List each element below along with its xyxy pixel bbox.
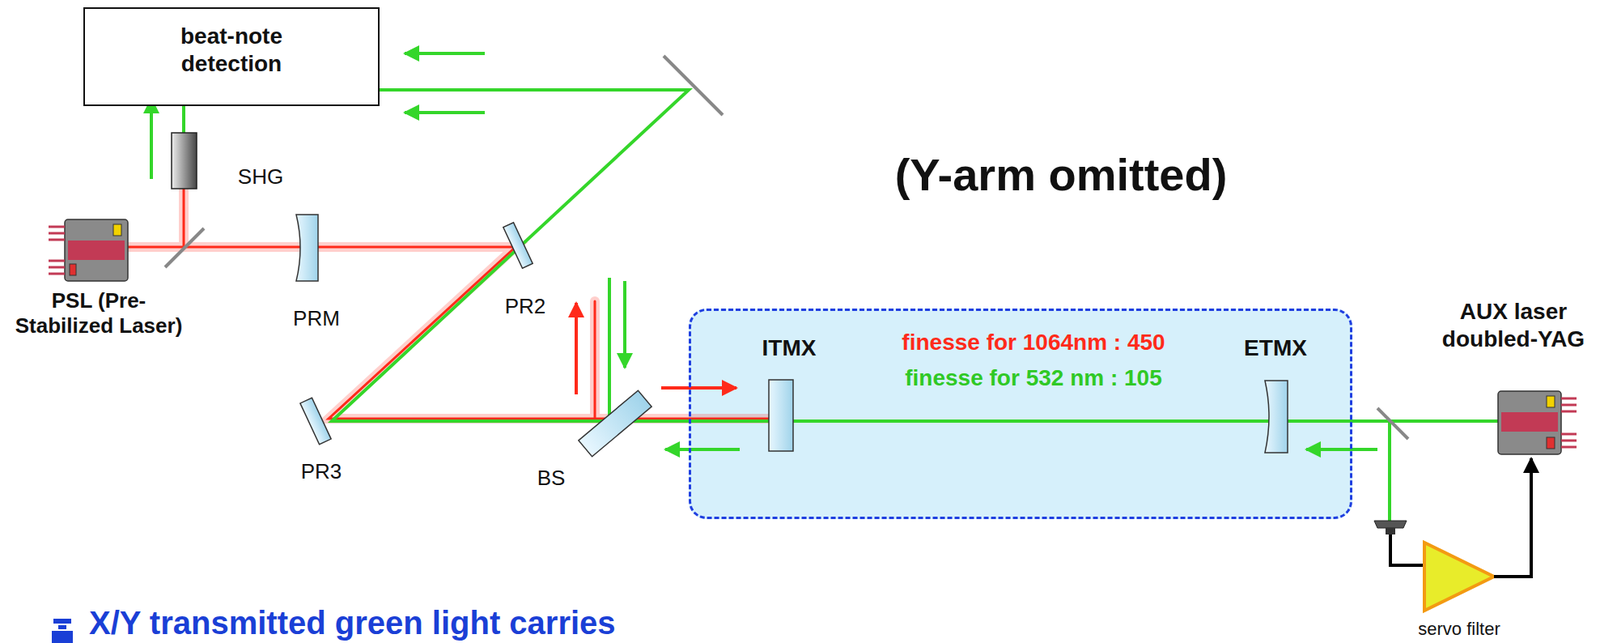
note: (Y-arm omitted) (850, 147, 1272, 202)
laser-name: PSL (Pre-Stabilized Laser) (3, 288, 195, 339)
signal-wire (1390, 534, 1425, 565)
itmx-mirror (768, 379, 794, 451)
bullet-text: X/Y transmitted green light carries (89, 606, 818, 639)
aux-laser (1498, 390, 1577, 455)
steering-mirror (663, 55, 723, 115)
prm-mirror (296, 214, 319, 281)
green-beam (183, 89, 1499, 521)
laser-name: AUX laser doubled-YAG (1432, 297, 1595, 353)
etmx-mirror (1264, 380, 1288, 453)
feedback-wire (1493, 458, 1532, 577)
servo-filter-symbol (1424, 542, 1494, 611)
direction-arrow (151, 53, 1378, 450)
part-name: PR3 (284, 458, 358, 484)
red-beam (127, 188, 769, 419)
finesse-note: finesse for 532 nm : 105 (904, 364, 1162, 392)
beam-splitter (578, 390, 652, 457)
mirror-name: ITMX (740, 334, 838, 362)
bullet-icon (51, 618, 73, 643)
part-name: BS (514, 465, 588, 491)
shg-crystal (171, 132, 197, 189)
photodiode (1374, 520, 1407, 528)
component-name: servo filter (1394, 618, 1524, 640)
pickoff-mirror (1377, 407, 1409, 439)
mirror-name: ETMX (1226, 334, 1325, 362)
box-title: beat-note detection (150, 22, 313, 77)
pr2-mirror (503, 222, 533, 269)
cavity-ground (688, 308, 1353, 519)
part-name: SHG (224, 164, 298, 190)
pickoff-mirror (165, 228, 204, 268)
part-name: PRM (280, 305, 353, 332)
photodiode (1385, 527, 1396, 535)
detection-box: beat-note detection (83, 7, 380, 107)
finesse-note: finesse for 1064nm : 450 (901, 328, 1165, 357)
pr3-mirror (300, 397, 332, 445)
psl-laser (48, 219, 128, 281)
part-name: PR2 (488, 293, 562, 319)
